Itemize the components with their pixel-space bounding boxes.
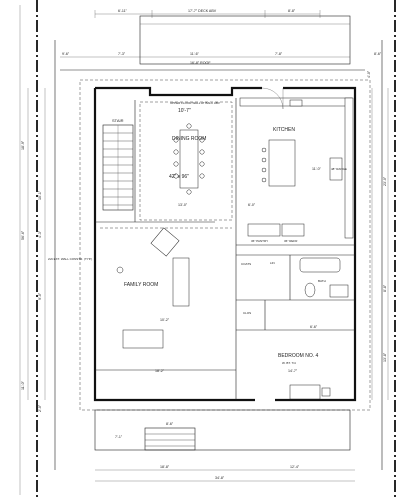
bottom-dimensions: 18'-8" 12'-4" 34'-8" xyxy=(95,465,355,482)
bedroom: BEDROOM NO. 4 W. BT. 7/4 14'-7" xyxy=(278,353,331,400)
linen-label: LIN xyxy=(270,261,275,265)
closet-label: CLOS xyxy=(243,311,251,315)
front-porch: 7'-1" 8'-6" xyxy=(94,409,351,451)
dim-right-c: 13'-8" xyxy=(383,352,387,362)
bath-label: BATH xyxy=(318,279,326,283)
dim-left-f: 11'-0" xyxy=(21,380,25,390)
dim-bottom2-b: 8'-6" xyxy=(166,422,174,426)
ceiling-family: 10'-2" xyxy=(160,318,170,322)
interior-walls xyxy=(95,98,355,400)
dim-right-a: 23'-0" xyxy=(383,176,387,186)
upper-deck xyxy=(60,15,365,71)
family-room-label: FAMILY ROOM xyxy=(124,282,158,288)
dim-right-d: 4'-0" xyxy=(367,70,371,78)
service-rooms: COATS LIN BATH CLOS 6'-6" xyxy=(241,257,349,329)
dim-left-e: 9'-0" xyxy=(38,292,42,300)
family-room-furniture: FAMILY ROOM 10'-2" 18'-2" xyxy=(116,227,190,373)
kitchen: KITCHEN 48" RANGE 36" PANTRY 36" REFR 6'… xyxy=(239,97,354,243)
dim-kitchen-width: 6'-0" xyxy=(248,203,256,207)
pantry-label: 36" PANTRY xyxy=(251,239,268,243)
dim-bedroom-width: 14'-7" xyxy=(288,369,298,373)
dim-right-b: 8'-8" xyxy=(383,284,387,292)
wall-construction-note: 2x6 EXT. WALL CONSTR. (TYP.) xyxy=(48,257,92,261)
exterior-walls xyxy=(93,86,357,402)
dim-deck: 17'-7" DECK ABV xyxy=(188,9,217,13)
dim-top2-c: 7'-8" xyxy=(275,52,283,56)
refrigerator-label: 36" REFR xyxy=(284,239,298,243)
left-dimensions: 18'-9" 10'-1" 4'-3" 56'-6" 9'-0" 11'-0" … xyxy=(21,88,46,412)
coats-label: COATS xyxy=(241,262,251,266)
dim-bottom-a: 18'-8" xyxy=(160,465,170,469)
grid-lines xyxy=(19,0,396,499)
dim-top-right: 8'-6" xyxy=(374,52,382,56)
dining-room-label: DINING ROOM xyxy=(172,136,206,142)
dim-top2-a: 7'-3" xyxy=(118,52,126,56)
range-label: 48" RANGE xyxy=(331,167,347,171)
dim-top-a: 6'-11" xyxy=(118,9,128,13)
dim-top-b: 8'-8" xyxy=(288,9,296,13)
dim-left-d: 2'-0" xyxy=(38,404,42,412)
dim-bath: 6'-6" xyxy=(310,325,318,329)
dim-kitchen-height: 11'-0" xyxy=(312,167,322,171)
dim-left-c: 10'-1" xyxy=(38,190,42,200)
bedroom-label: BEDROOM NO. 4 xyxy=(278,353,319,359)
stair-label: STAIR xyxy=(112,118,124,123)
kitchen-label: KITCHEN xyxy=(273,127,295,133)
dim-bottom-total: 34'-8" xyxy=(215,476,225,480)
dim-left-total: 56'-6" xyxy=(21,230,25,240)
top-dimensions: 6'-11" 17'-7" DECK ABV 8'-8" 9'-6" 7'-3"… xyxy=(60,9,382,65)
dining-table: 42" x 96" xyxy=(169,123,205,195)
roof-label: 16'-8" ROOF xyxy=(190,61,211,65)
upper-floor-wall-note: UPPER FLOOR WALL AT BALC ABV xyxy=(170,101,220,105)
right-dimensions: 23'-0" 8'-8" 13'-8" 4'-0" xyxy=(367,70,389,400)
beam-lines xyxy=(100,101,233,229)
dim-top-left: 9'-6" xyxy=(62,52,70,56)
bedroom-sub-label: W. BT. 7/4 xyxy=(282,361,296,365)
dim-left-b: 4'-3" xyxy=(38,230,42,238)
dim-bottom-b: 12'-4" xyxy=(290,465,300,469)
dim-top2-b: 11'-6" xyxy=(190,52,200,56)
stair: STAIR xyxy=(102,118,134,211)
dim-bottom2-a: 7'-1" xyxy=(115,435,123,439)
ceiling-dining: 10'-7" xyxy=(178,108,191,114)
dim-left-a: 18'-9" xyxy=(21,140,25,150)
dim-family-width: 18'-2" xyxy=(155,369,165,373)
entry-door xyxy=(261,87,284,110)
dim-dining-width: 13'-0" xyxy=(178,203,188,207)
table-size-label: 42" x 96" xyxy=(169,174,189,180)
